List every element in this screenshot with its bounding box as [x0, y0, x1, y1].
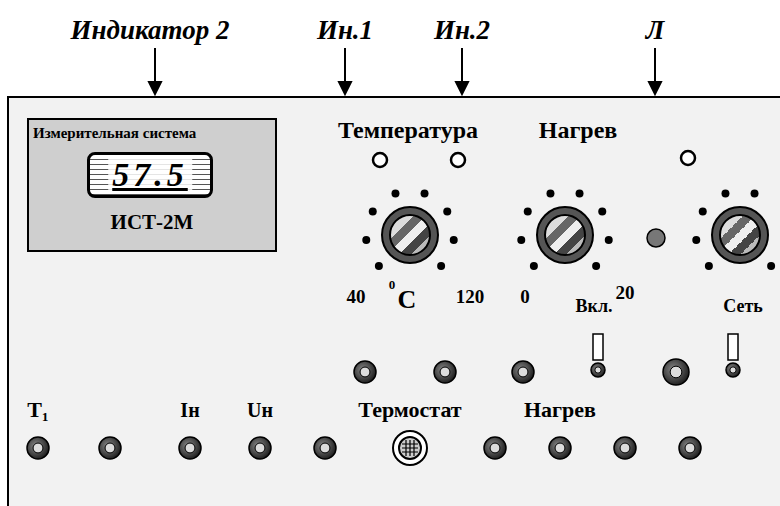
knob-cap	[545, 215, 585, 255]
callout-label: Индикатор 2	[71, 17, 230, 44]
terminal-hole	[730, 367, 736, 373]
terminal	[99, 437, 121, 459]
callout-label: Ин.2	[434, 17, 490, 44]
scale-dot	[517, 236, 525, 244]
terminal-hole	[620, 443, 630, 453]
scale-dot	[576, 189, 584, 197]
scale-dot	[437, 262, 445, 270]
terminal-hole	[33, 443, 43, 453]
scale-dot	[524, 208, 532, 216]
switch-label: Вкл.	[576, 297, 613, 315]
scale-min: 40	[347, 287, 366, 306]
scale-dot	[443, 208, 451, 216]
scale-dot	[721, 189, 729, 197]
scale-max: 20	[616, 283, 635, 302]
scale-dot	[362, 236, 370, 244]
terminal-label: Нагрев	[524, 399, 596, 421]
knob-cap	[390, 215, 430, 255]
terminal-label: Iн	[180, 400, 199, 420]
terminal	[27, 437, 49, 459]
terminal-label: T₁	[27, 399, 48, 421]
terminal	[512, 361, 534, 383]
terminal	[434, 361, 456, 383]
knob-title: Нагрев	[539, 118, 618, 142]
unit-label: C	[398, 287, 417, 313]
switch-label: Сеть	[723, 297, 763, 315]
callout-label: Л	[646, 17, 665, 44]
terminal-hole	[670, 366, 682, 378]
terminal-hole	[360, 367, 370, 377]
scale-dot	[699, 208, 707, 216]
terminal	[549, 437, 571, 459]
terminal-hole	[685, 443, 695, 453]
terminal-hole	[105, 443, 115, 453]
scale-dot	[530, 262, 538, 270]
unit-heading: Измерительная система	[33, 126, 196, 141]
scale-dot	[450, 236, 458, 244]
scale-max: 120	[456, 287, 485, 306]
terminal	[726, 363, 740, 377]
knob-cap	[720, 215, 760, 255]
scale-dot	[369, 208, 377, 216]
terminal-hole	[255, 443, 265, 453]
scale-dot	[767, 262, 775, 270]
scale-dot	[598, 208, 606, 216]
terminal-hole	[320, 443, 330, 453]
knob-ring	[537, 207, 593, 263]
knob-title: Температура	[338, 118, 478, 142]
model-name: ИСТ-2М	[111, 212, 194, 233]
terminal	[249, 437, 271, 459]
scale-dot	[391, 189, 399, 197]
terminal	[354, 361, 376, 383]
callout-label: Ин.1	[317, 17, 373, 44]
scale-dot	[751, 189, 759, 197]
scale-dot	[592, 262, 600, 270]
knob-ring	[382, 207, 438, 263]
terminal-hole	[185, 443, 195, 453]
terminal	[484, 437, 506, 459]
degree-sign: 0	[389, 278, 396, 291]
measuring-unit: Измерительная система 57.5ИСТ-2М	[27, 118, 277, 252]
terminal-hole	[518, 367, 528, 377]
terminal	[663, 359, 689, 385]
terminal-label: Термостат	[358, 399, 461, 421]
scale-min: 0	[520, 287, 530, 306]
terminal	[179, 437, 201, 459]
display-value: 57.5	[108, 158, 192, 192]
scale-dot	[375, 262, 383, 270]
terminal	[591, 363, 605, 377]
terminal	[679, 437, 701, 459]
terminal-hole	[440, 367, 450, 377]
terminal-hole	[555, 443, 565, 453]
terminal	[314, 437, 336, 459]
scale-dot	[692, 236, 700, 244]
scale-dot	[605, 236, 613, 244]
terminal-hole	[490, 443, 500, 453]
terminal	[614, 437, 636, 459]
knob-ring	[712, 207, 768, 263]
digital-display: 57.5	[87, 152, 213, 198]
scale-dot	[421, 189, 429, 197]
scale-dot	[705, 262, 713, 270]
scale-dot	[546, 189, 554, 197]
terminal-label: Uн	[247, 400, 273, 420]
terminal-hole	[595, 367, 601, 373]
